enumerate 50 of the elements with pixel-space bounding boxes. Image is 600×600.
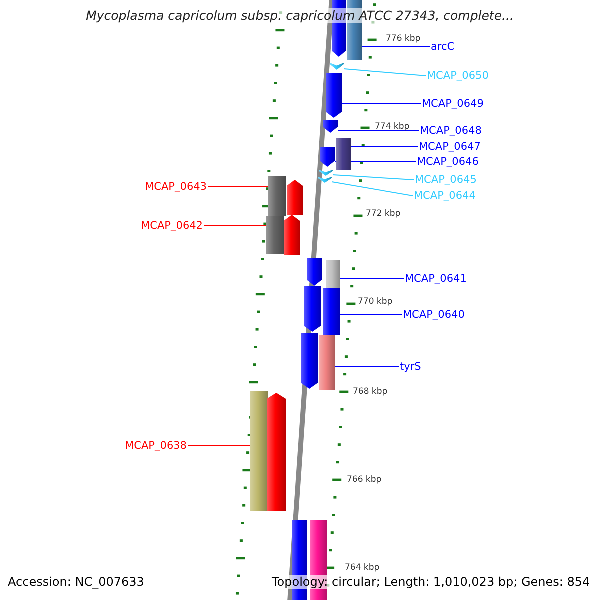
leader-line bbox=[344, 68, 426, 76]
leader-line bbox=[332, 182, 414, 196]
gene-label: MCAP_0648 bbox=[420, 125, 482, 137]
tick-label: 766 kbp bbox=[347, 475, 382, 485]
gene-block bbox=[319, 335, 335, 390]
leader-line bbox=[350, 146, 418, 148]
leader-line bbox=[334, 366, 400, 368]
gene-block bbox=[330, 63, 344, 70]
gene-block bbox=[304, 286, 321, 332]
gene-block bbox=[250, 391, 268, 511]
tick-label: 772 kbp bbox=[366, 209, 401, 219]
leader-line bbox=[208, 186, 268, 188]
gene-label: MCAP_0647 bbox=[419, 141, 481, 153]
gene-label: MCAP_0642 bbox=[141, 220, 203, 232]
gene-block bbox=[267, 393, 286, 511]
gene-block bbox=[266, 216, 284, 254]
footer-text: Topology: circular; Length: 1,010,023 bp; Genes: 854 bbox=[272, 575, 590, 589]
tick-label: 768 kbp bbox=[353, 387, 388, 397]
gene-block bbox=[307, 258, 322, 286]
gene-label: MCAP_0645 bbox=[415, 174, 477, 186]
gene-label: MCAP_0640 bbox=[403, 309, 465, 321]
gene-block bbox=[301, 333, 318, 389]
gene-label: MCAP_0649 bbox=[422, 98, 484, 110]
gene-label: arcC bbox=[431, 41, 455, 53]
footer-text: Accession: NC_007633 bbox=[8, 575, 144, 589]
gene-label: MCAP_0641 bbox=[405, 273, 467, 285]
gene-label: MCAP_0650 bbox=[427, 70, 489, 82]
gene-label: MCAP_0638 bbox=[125, 440, 187, 452]
gene-block bbox=[268, 176, 286, 216]
gene-label: MCAP_0646 bbox=[417, 156, 479, 168]
tick-label: 770 kbp bbox=[358, 297, 393, 307]
tick-label: 764 kbp bbox=[345, 563, 380, 573]
leader-line bbox=[340, 278, 404, 280]
leader-line bbox=[332, 174, 414, 180]
gene-block bbox=[320, 147, 335, 167]
leader-line bbox=[340, 314, 402, 316]
tick-label: 776 kbp bbox=[386, 34, 421, 44]
gene-block bbox=[323, 288, 340, 335]
gene-block bbox=[284, 215, 300, 255]
gene-block bbox=[336, 138, 351, 170]
gene-block bbox=[323, 120, 338, 133]
leader-line bbox=[362, 46, 430, 48]
gene-label: tyrS bbox=[400, 361, 422, 373]
tick-label: 774 kbp bbox=[375, 122, 410, 132]
gene-label: MCAP_0644 bbox=[414, 190, 476, 202]
gene-block bbox=[287, 180, 303, 215]
gene-block bbox=[326, 260, 340, 288]
gene-block bbox=[326, 73, 342, 118]
gene-label: MCAP_0643 bbox=[145, 181, 207, 193]
leader-line bbox=[338, 130, 420, 132]
